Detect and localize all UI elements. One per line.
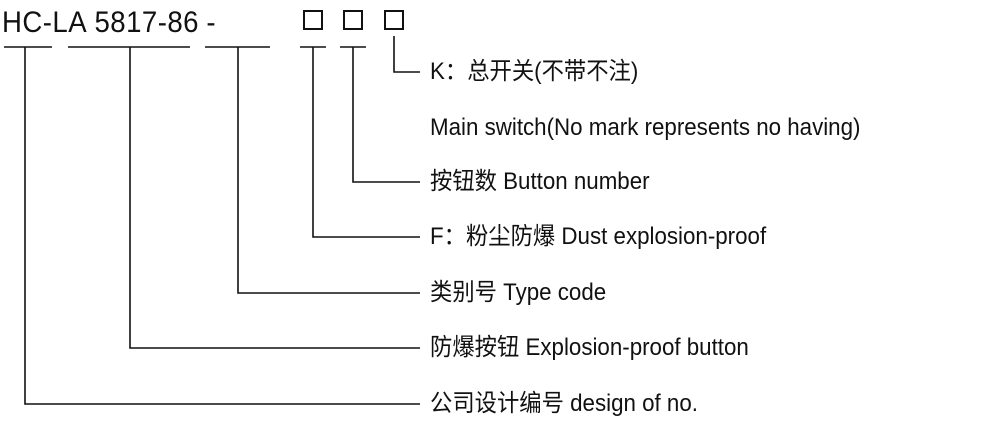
label-explosion-proof-button: 防爆按钮 Explosion-proof button	[430, 334, 749, 361]
model-code: HC-LA 5817-86 -	[2, 6, 216, 40]
code-slot-main-switch	[384, 10, 404, 30]
code-prefix: HC-LA	[2, 6, 88, 39]
code-slot-button-number	[343, 10, 363, 30]
label-button-number: 按钮数 Button number	[430, 168, 650, 195]
code-slot-dust-proof	[303, 10, 323, 30]
leader-design-no	[24, 47, 420, 405]
leader-dust-proof	[312, 47, 420, 238]
leader-type-code	[237, 47, 420, 294]
label-dust-proof: F：粉尘防爆 Dust explosion-proof	[430, 223, 767, 250]
leader-explosion-proof-button	[129, 47, 420, 349]
code-dash: -	[206, 6, 217, 39]
label-type-code: 类别号 Type code	[430, 279, 607, 306]
leader-button-number	[352, 47, 420, 183]
leader-main-switch	[393, 36, 420, 73]
label-main-switch-en: Main switch(No mark represents no having…	[430, 114, 861, 141]
label-main-switch: K：总开关(不带不注)	[430, 58, 639, 85]
code-series: 5817-86	[94, 6, 199, 39]
label-design-no: 公司设计编号 design of no.	[430, 390, 698, 417]
